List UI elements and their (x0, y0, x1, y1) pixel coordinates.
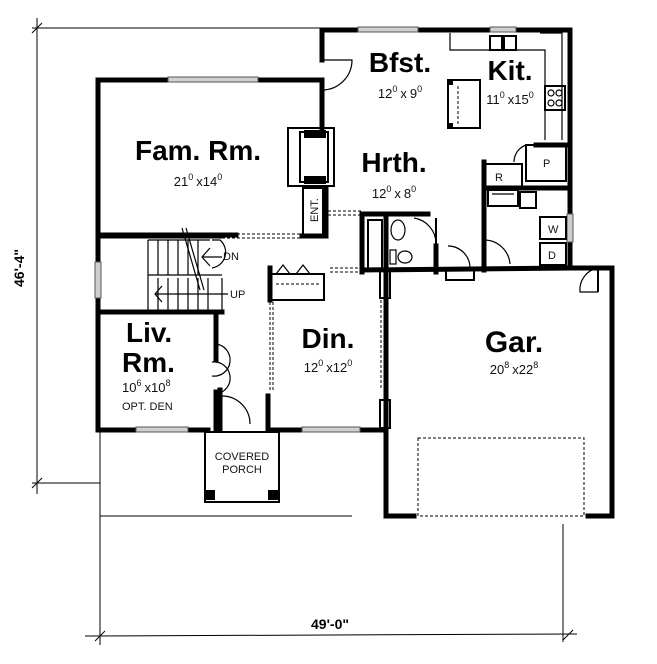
pantry-label: P (543, 158, 550, 170)
dryer-label: D (548, 250, 556, 262)
room-name-kit: Kit. (487, 55, 532, 86)
interior-walls (95, 32, 573, 433)
overall-height-label: 46'-4" (11, 249, 27, 287)
refrigerator-label: R (495, 172, 503, 184)
windows (94, 26, 574, 433)
overall-width-label: 49'-0" (311, 616, 349, 632)
porch-label-line1: COVERED (215, 451, 269, 463)
stair-up-label: UP (230, 289, 245, 301)
room-note-liv: OPT. DEN (122, 401, 173, 413)
garage-details (385, 267, 615, 519)
stair-down-label: DN (223, 251, 239, 263)
room-name-din: Din. (302, 323, 355, 354)
dimension-lines (31, 18, 578, 645)
room-name-bfst: Bfst. (369, 47, 431, 78)
room-name-liv-line2: Rm. (122, 347, 175, 378)
room-name-hrth: Hrth. (361, 147, 426, 178)
washer-label: W (548, 224, 559, 236)
stairs (147, 227, 228, 312)
room-name-liv-line1: Liv. (126, 317, 172, 348)
room-porch: COVERED PORCH (215, 451, 269, 476)
porch-label-line2: PORCH (222, 464, 262, 476)
entry-closet-label: ENT. (309, 198, 321, 222)
exterior-walls (95, 27, 615, 519)
room-name-gar: Gar. (485, 326, 543, 359)
covered-porch (204, 431, 280, 503)
room-name-fam: Fam. Rm. (135, 135, 261, 166)
